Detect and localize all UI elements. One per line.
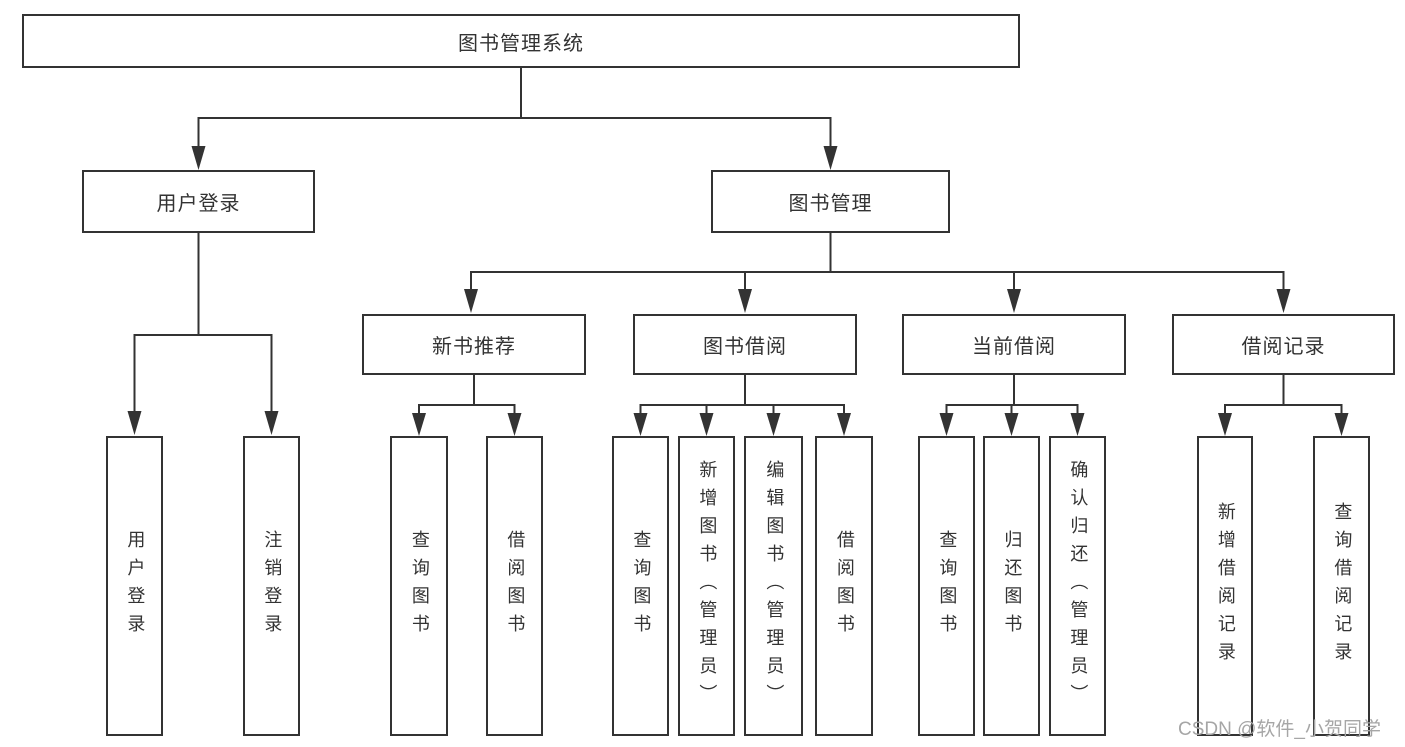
node-user-login-module: 用户登录 bbox=[82, 170, 315, 233]
connector-user-login-children bbox=[133, 233, 273, 413]
node-borrow-book-recommend: 借阅图书 bbox=[486, 436, 543, 736]
connector-book-borrow-children bbox=[639, 375, 845, 415]
node-user-login-label: 用户登录 bbox=[156, 193, 241, 215]
arrowheads-level3 bbox=[464, 289, 1291, 313]
node-root-label: 图书管理系统 bbox=[458, 32, 584, 55]
connector-current-borrow-children bbox=[945, 375, 1079, 415]
node-edit-book-admin: 编辑图书（管理员） bbox=[744, 436, 803, 736]
arrowheads-level2 bbox=[191, 146, 838, 170]
node-current-borrow-label: 当前借阅 bbox=[972, 336, 1056, 358]
node-book-management: 图书管理 bbox=[711, 170, 950, 233]
node-logout-leaf: 注销登录 bbox=[243, 436, 300, 736]
node-new-book-recommend-label: 新书推荐 bbox=[432, 336, 516, 358]
node-book-borrow-label: 图书借阅 bbox=[703, 336, 787, 358]
csdn-watermark: CSDN @软件_小贺同学 bbox=[1178, 719, 1381, 740]
node-query-book-recommend: 查询图书 bbox=[390, 436, 448, 736]
node-borrow-record: 借阅记录 bbox=[1172, 314, 1395, 375]
node-root-system: 图书管理系统 bbox=[22, 14, 1020, 68]
arrowheads-level4 bbox=[412, 413, 1349, 436]
arrowheads-user-login-children bbox=[127, 411, 279, 435]
node-book-management-label: 图书管理 bbox=[788, 193, 873, 215]
connector-new-book-children bbox=[418, 375, 516, 415]
node-borrow-record-label: 借阅记录 bbox=[1241, 336, 1326, 358]
connector-borrow-record-children bbox=[1224, 375, 1343, 415]
node-current-borrow: 当前借阅 bbox=[902, 314, 1126, 375]
node-borrow-book-leaf: 借阅图书 bbox=[815, 436, 873, 736]
node-return-book: 归还图书 bbox=[983, 436, 1040, 736]
node-add-book-admin: 新增图书（管理员） bbox=[678, 436, 735, 736]
node-confirm-return-admin: 确认归还（管理员） bbox=[1049, 436, 1106, 736]
node-new-book-recommend: 新书推荐 bbox=[362, 314, 586, 375]
connector-root-to-level2 bbox=[197, 68, 832, 148]
connector-book-mgmt-to-level3 bbox=[470, 233, 1285, 291]
node-user-login-leaf: 用户登录 bbox=[106, 436, 163, 736]
node-query-borrow-record: 查询借阅记录 bbox=[1313, 436, 1370, 736]
node-add-borrow-record: 新增借阅记录 bbox=[1197, 436, 1253, 736]
node-query-book-borrow: 查询图书 bbox=[612, 436, 669, 736]
node-book-borrow: 图书借阅 bbox=[633, 314, 857, 375]
node-query-book-current: 查询图书 bbox=[918, 436, 975, 736]
